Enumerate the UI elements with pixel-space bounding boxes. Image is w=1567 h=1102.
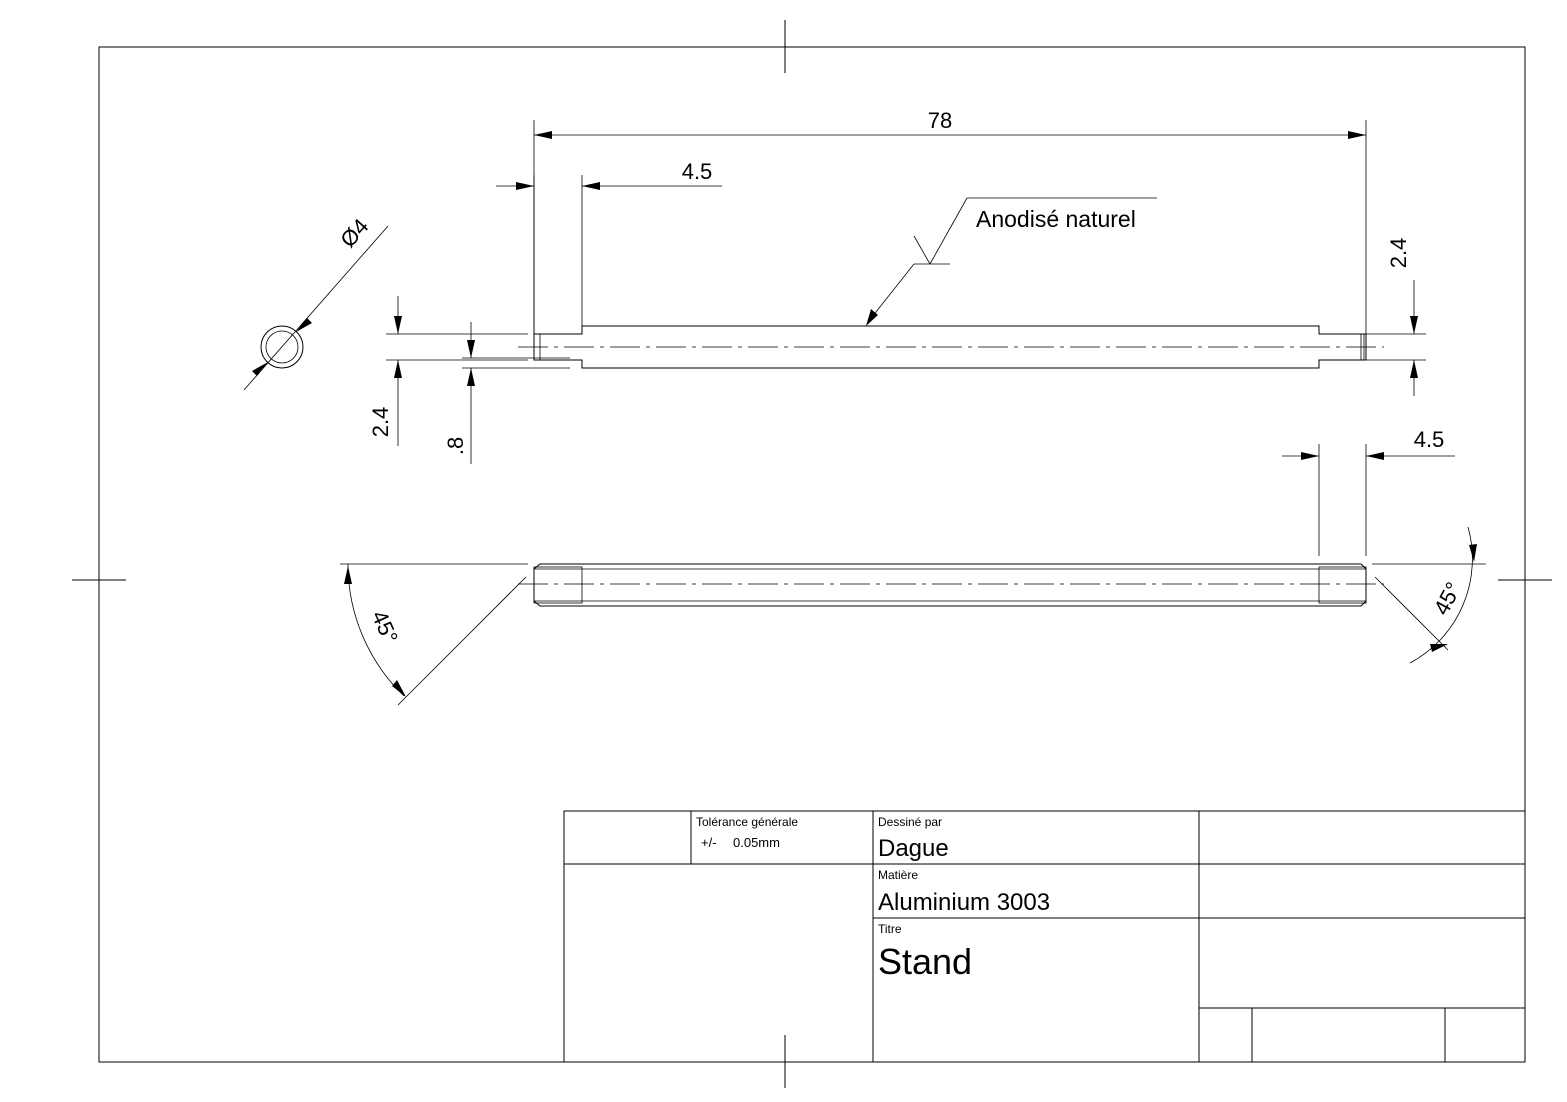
tolerance-label: Tolérance générale (696, 815, 798, 829)
title-value: Stand (878, 941, 972, 982)
dimension-label-chamfer-left: 45° (367, 607, 403, 648)
shaft-bottom-view (518, 563, 1384, 607)
drawn-by-label: Dessiné par (878, 815, 942, 829)
material-label: Matière (878, 868, 918, 882)
dimension-label-right-step: 4.5 (1414, 427, 1445, 452)
tolerance-value: 0.05mm (733, 835, 780, 850)
drawing-frame (98, 46, 1526, 1063)
centering-marks (72, 20, 1552, 1088)
dimension-right-step (1282, 444, 1455, 556)
dimension-label-78: 78 (928, 108, 952, 133)
dimension-left-step (496, 175, 722, 334)
dimension-right-end-diameter (1366, 280, 1426, 396)
dimension-label-left-end-diameter: 2.4 (368, 407, 393, 438)
tolerance-prefix: +/- (701, 835, 717, 850)
title-block (563, 810, 1526, 1063)
dimension-left-end-diameter (386, 296, 528, 446)
dimension-label-diameter: Ø4 (335, 214, 373, 253)
dimension-chamfer-left (340, 563, 528, 706)
section-view-circle (243, 225, 389, 391)
surface-finish-symbol (866, 197, 1157, 326)
drawn-by-value: Dague (878, 835, 949, 862)
dimension-label-left-step: 4.5 (682, 159, 713, 184)
material-value: Aluminium 3003 (878, 889, 1050, 916)
dimension-overall-length (533, 120, 1367, 334)
dimension-label-chamfer-right: 45° (1429, 578, 1467, 619)
shaft-top-view (518, 325, 1384, 369)
dimension-groove-depth (462, 322, 570, 464)
surface-finish-label: Anodisé naturel (976, 206, 1136, 232)
dimension-chamfer-right (1372, 526, 1486, 664)
title-label: Titre (878, 922, 902, 936)
dimension-label-right-end-diameter: 2.4 (1386, 238, 1411, 269)
dimension-label-groove-depth: .8 (443, 437, 468, 455)
